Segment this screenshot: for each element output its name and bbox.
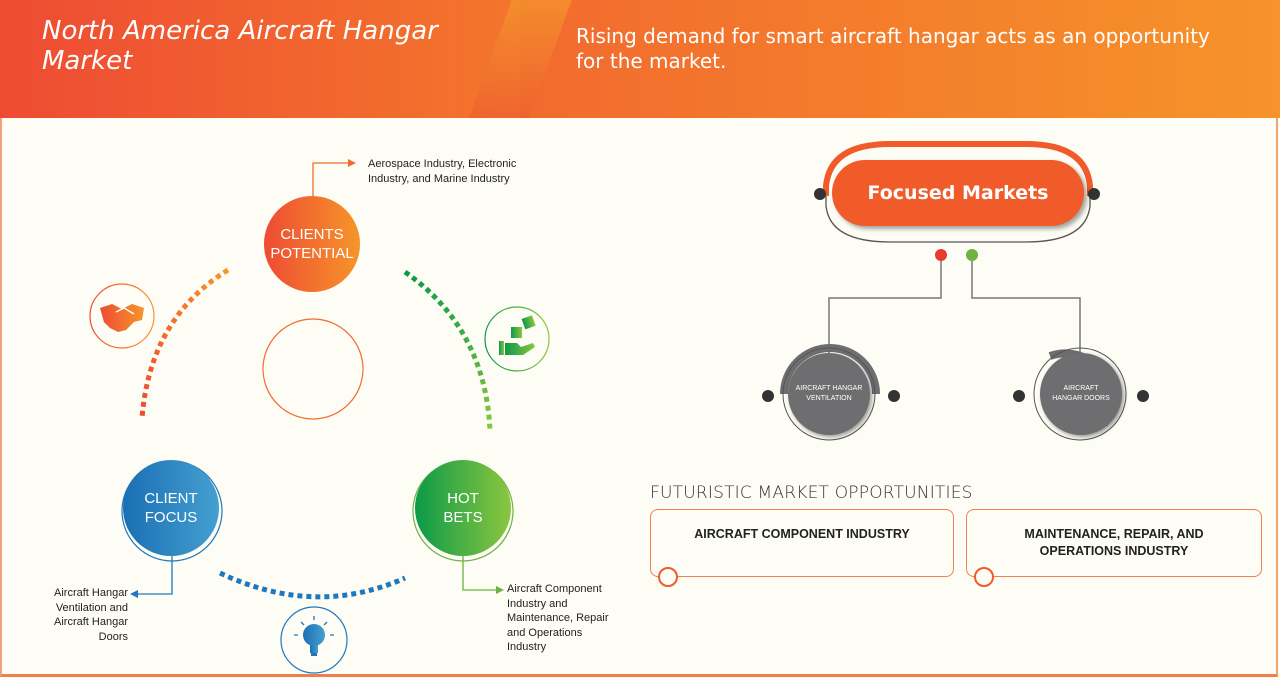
opportunity-marker-icon [658, 567, 678, 587]
description-line: and Operations [507, 626, 583, 639]
description-line: Industry and [507, 597, 568, 610]
lightbulb-icon [280, 606, 348, 674]
page-subtitle: Rising demand for smart aircraft hangar … [576, 24, 1210, 73]
focused-market-doors: AIRCRAFT HANGAR DOORS [1040, 353, 1122, 435]
description-line: Maintenance, Repair [507, 612, 609, 624]
hot-bets-description: Aircraft Component Industry and Maintena… [507, 582, 609, 655]
description-line: Ventilation and [55, 601, 128, 614]
handshake-icon [89, 283, 155, 349]
description-line: Industry [507, 641, 547, 653]
focused-markets-lines [762, 141, 1149, 441]
opportunity-aircraft-component: AIRCRAFT COMPONENT INDUSTRY [650, 509, 954, 577]
client-focus-description: Aircraft Hangar Ventilation and Aircraft… [40, 586, 128, 644]
market-label-line1: AIRCRAFT HANGAR [795, 385, 863, 392]
opportunity-label-line1: MAINTENANCE, REPAIR, AND [1024, 527, 1204, 541]
description-line: Doors [98, 630, 128, 643]
hot-bets-node: HOT BETS [415, 460, 511, 556]
description-line: Aircraft Hangar [54, 616, 128, 628]
opportunity-mro: MAINTENANCE, REPAIR, AND OPERATIONS INDUS… [966, 509, 1262, 577]
header-right-panel [520, 0, 1280, 118]
opportunity-label-line2: OPERATIONS INDUSTRY [1039, 544, 1189, 558]
description-line: Aircraft Component [507, 583, 602, 595]
node-label-line1: CLIENT [144, 490, 198, 507]
node-label-line2: POTENTIAL [270, 245, 354, 262]
market-label-line2: VENTILATION [806, 395, 852, 402]
futuristic-opportunities-title: FUTURISTIC MARKET OPPORTUNITIES [650, 483, 973, 503]
market-label-line1: AIRCRAFT [1063, 385, 1099, 392]
description-line: Industry, and Marine Industry [368, 172, 510, 185]
description-line: Aerospace Industry, Electronic [368, 158, 517, 170]
focused-markets-title: Focused Markets [832, 160, 1084, 226]
hand-dice-icon [484, 306, 550, 372]
clients-potential-description: Aerospace Industry, Electronic Industry,… [368, 157, 516, 186]
header-banner: North America Aircraft Hangar Market Ris… [0, 0, 1280, 118]
page-title: North America Aircraft Hangar Market [42, 16, 438, 76]
client-focus-node: CLIENT FOCUS [123, 460, 219, 556]
market-label-line2: HANGAR DOORS [1052, 395, 1110, 402]
focused-market-ventilation: AIRCRAFT HANGAR VENTILATION [788, 353, 870, 435]
node-label-line1: HOT [447, 490, 479, 507]
opportunity-marker-icon [974, 567, 994, 587]
node-label-line2: BETS [443, 509, 483, 526]
opportunity-label-line1: AIRCRAFT COMPONENT INDUSTRY [694, 527, 910, 541]
node-label-line1: CLIENTS [280, 226, 344, 243]
description-line: Aircraft Hangar [54, 587, 128, 599]
node-label-line2: FOCUS [144, 509, 198, 526]
content-frame [0, 118, 1278, 677]
clients-potential-node: CLIENTS POTENTIAL [264, 196, 360, 292]
